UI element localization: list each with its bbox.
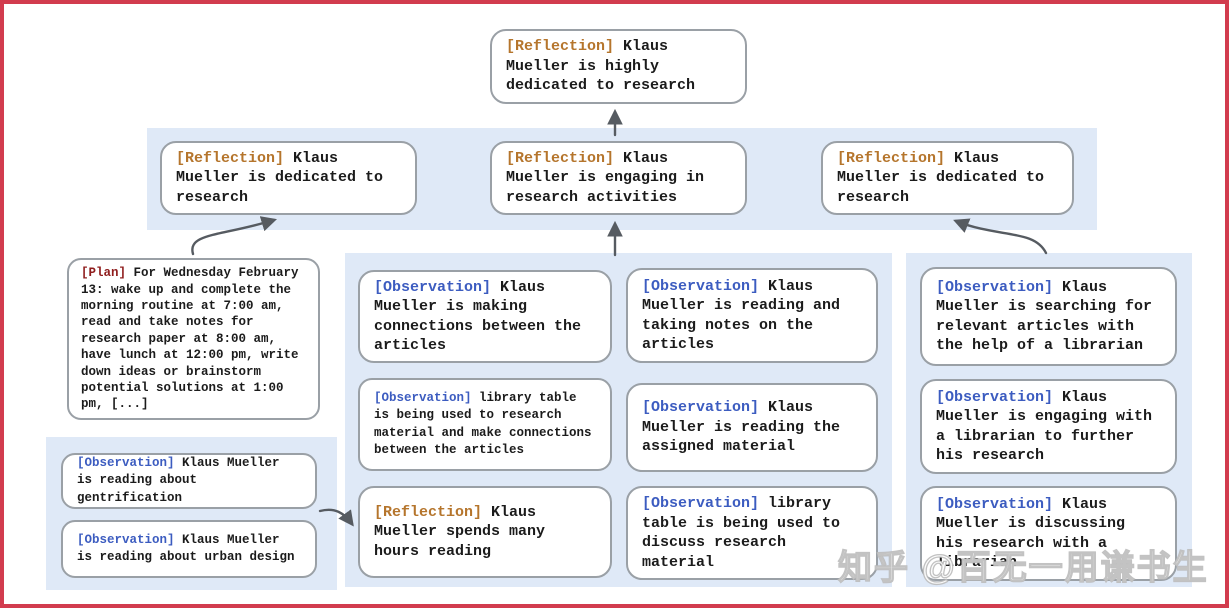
node-text: [Reflection] Klaus Mueller is engaging i…	[506, 149, 705, 206]
node-reflection-spends-hours-reading: [Reflection] Klaus Mueller spends many h…	[358, 486, 612, 578]
node-text: [Observation] Klaus Mueller is making co…	[374, 278, 582, 355]
node-observation-making-connections: [Observation] Klaus Mueller is making co…	[358, 270, 612, 363]
observation-tag: [Observation]	[936, 388, 1054, 406]
observation-tag: [Observation]	[936, 278, 1054, 296]
arrow-left-observations-to-reflection	[318, 508, 354, 527]
reflection-tag: [Reflection]	[837, 149, 946, 167]
node-observation-gentrification: [Observation] Klaus Mueller is reading a…	[61, 453, 317, 509]
arrow-right-band-to-right-reflection	[953, 218, 1048, 255]
observation-tag: [Observation]	[374, 390, 472, 405]
node-observation-library-table-discuss: [Observation] library table is being use…	[626, 486, 878, 580]
connector-arrows	[191, 108, 1048, 527]
node-text: [Observation] Klaus Mueller is engaging …	[936, 388, 1153, 465]
node-plan: [Plan] For Wednesday February 13: wake u…	[67, 258, 320, 420]
node-observation-library-table-research: [Observation] library table is being use…	[358, 378, 612, 471]
node-text: [Plan] For Wednesday February 13: wake u…	[81, 266, 299, 412]
observation-tag: [Observation]	[642, 495, 760, 512]
node-observation-discussing-research: [Observation] Klaus Mueller is discussin…	[920, 486, 1177, 581]
node-reflection-right: [Reflection] Klaus Mueller is dedicated …	[821, 141, 1074, 215]
node-text: [Observation] Klaus Mueller is reading t…	[642, 399, 841, 456]
plan-tag: [Plan]	[81, 266, 127, 281]
node-text: [Observation] Klaus Mueller is discussin…	[936, 495, 1126, 572]
observation-tag: [Observation]	[77, 532, 175, 547]
reflection-tag: [Reflection]	[506, 38, 615, 56]
node-text: [Reflection] Klaus Mueller spends many h…	[374, 503, 546, 560]
reflection-tag: [Reflection]	[374, 503, 483, 521]
node-text: [Reflection] Klaus Mueller is dedicated …	[837, 149, 1045, 206]
node-text: [Reflection] Klaus Mueller is dedicated …	[176, 149, 384, 206]
node-reflection-top: [Reflection] Klaus Mueller is highly ded…	[490, 29, 747, 104]
arrow-plan-to-left-reflection	[191, 216, 277, 256]
node-text: [Reflection] Klaus Mueller is highly ded…	[506, 38, 696, 95]
observation-tag: [Observation]	[77, 455, 175, 470]
node-observation-assigned-material: [Observation] Klaus Mueller is reading t…	[626, 383, 878, 472]
observation-tag: [Observation]	[374, 278, 492, 296]
node-text: [Observation] Klaus Mueller is reading a…	[642, 277, 841, 354]
node-text: [Observation] library table is being use…	[374, 390, 592, 458]
node-reflection-left: [Reflection] Klaus Mueller is dedicated …	[160, 141, 417, 215]
watermark: 知乎 @百无一用谦书生	[837, 548, 1209, 587]
node-observation-searching-articles: [Observation] Klaus Mueller is searching…	[920, 267, 1177, 366]
observation-tag: [Observation]	[642, 277, 760, 295]
node-text: [Observation] Klaus Mueller is reading a…	[77, 532, 295, 565]
reflection-tag: [Reflection]	[176, 149, 285, 167]
node-reflection-middle: [Reflection] Klaus Mueller is engaging i…	[490, 141, 747, 215]
node-text: [Observation] Klaus Mueller is reading a…	[77, 455, 280, 505]
node-observation-taking-notes: [Observation] Klaus Mueller is reading a…	[626, 268, 878, 363]
node-observation-engaging-librarian: [Observation] Klaus Mueller is engaging …	[920, 379, 1177, 474]
observation-tag: [Observation]	[936, 495, 1054, 513]
node-text: [Observation] library table is being use…	[642, 495, 841, 571]
node-observation-urban-design: [Observation] Klaus Mueller is reading a…	[61, 520, 317, 578]
node-text: [Observation] Klaus Mueller is searching…	[936, 278, 1153, 355]
observation-tag: [Observation]	[642, 399, 760, 417]
reflection-tag: [Reflection]	[506, 149, 615, 167]
